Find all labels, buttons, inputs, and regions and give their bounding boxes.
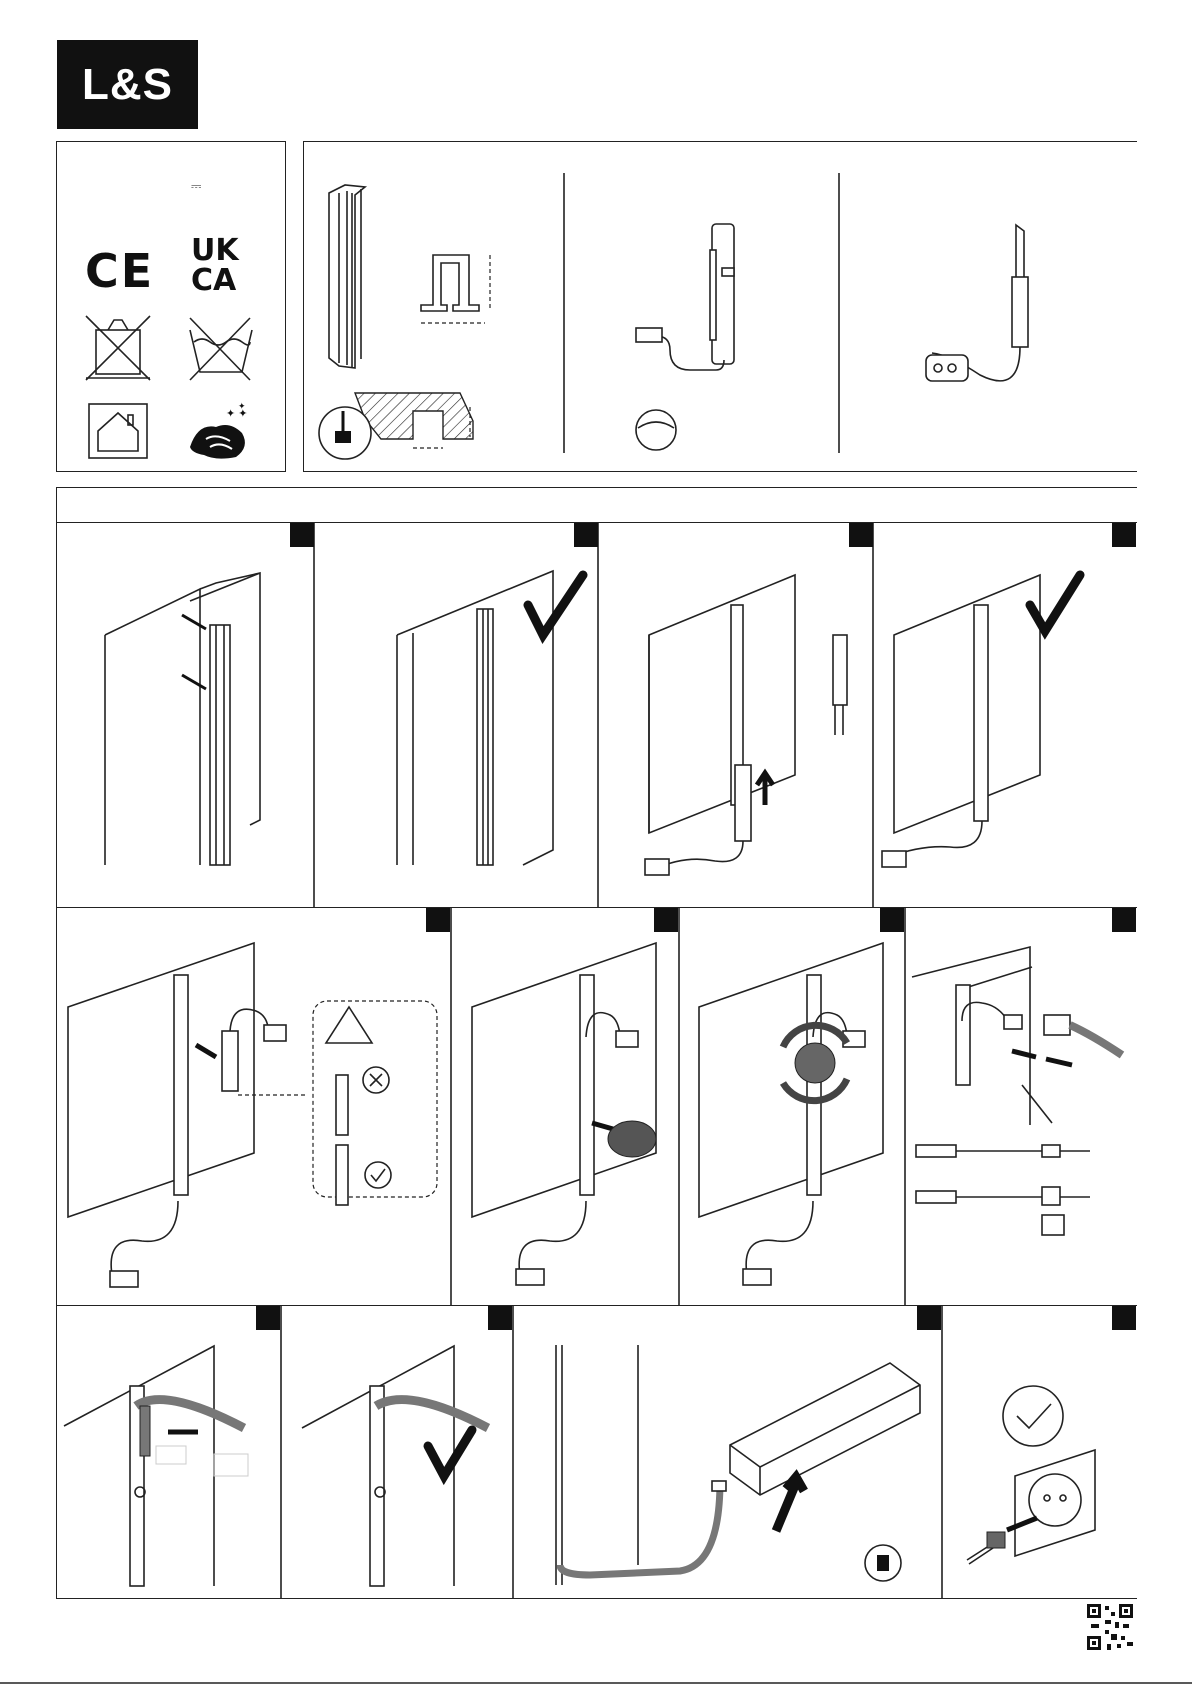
logo-text: L&S <box>82 60 173 110</box>
step-2-illustration <box>393 575 593 865</box>
step-6-illustration <box>470 945 670 1290</box>
step-badge-11 <box>917 1306 941 1330</box>
svg-text:✦: ✦ <box>238 401 246 411</box>
step-8-illustration <box>912 945 1134 1300</box>
step-badge-12 <box>1112 1306 1136 1330</box>
dry-cloth-icon: ✦ ✦ ✦ <box>186 403 254 461</box>
step-badge-4 <box>1112 523 1136 547</box>
step-5-illustration <box>66 945 446 1300</box>
qr-code-icon <box>1087 1604 1133 1650</box>
step-badge-6 <box>654 908 678 932</box>
steps-header-bar <box>56 487 1137 523</box>
brand-logo: L&S <box>57 40 198 129</box>
step-badge-2 <box>574 523 598 547</box>
profile-illustration <box>325 183 525 473</box>
step-badge-10 <box>488 1306 512 1330</box>
ce-mark-icon: CE <box>85 244 154 298</box>
step-4-illustration <box>890 575 1110 875</box>
no-wash-icon <box>188 316 254 382</box>
step-badge-1 <box>290 523 314 547</box>
step-badge-8 <box>1112 908 1136 932</box>
connector-illustration <box>630 220 750 450</box>
step-badge-5 <box>426 908 450 932</box>
cable-illustration <box>920 225 1040 405</box>
step-7-illustration <box>697 945 897 1290</box>
step-3-illustration <box>645 575 865 885</box>
step-12-illustration <box>955 1380 1115 1580</box>
ukca-mark-icon: UK CA <box>191 236 239 296</box>
step-badge-7 <box>880 908 904 932</box>
ukca-line-1: UK <box>191 236 239 266</box>
step-1-illustration <box>100 575 270 865</box>
weee-crossed-bin-icon <box>86 316 152 382</box>
divider-2 <box>838 173 840 453</box>
step-badge-3 <box>849 523 873 547</box>
step-10-illustration <box>298 1346 498 1586</box>
ukca-line-2: CA <box>191 266 239 296</box>
divider-1 <box>563 173 565 453</box>
step-11-illustration <box>550 1345 930 1585</box>
step-9-illustration <box>64 1346 276 1586</box>
indoor-use-icon <box>88 403 148 459</box>
step-badge-9 <box>256 1306 280 1330</box>
dc-symbol: ⎓ <box>191 183 201 191</box>
